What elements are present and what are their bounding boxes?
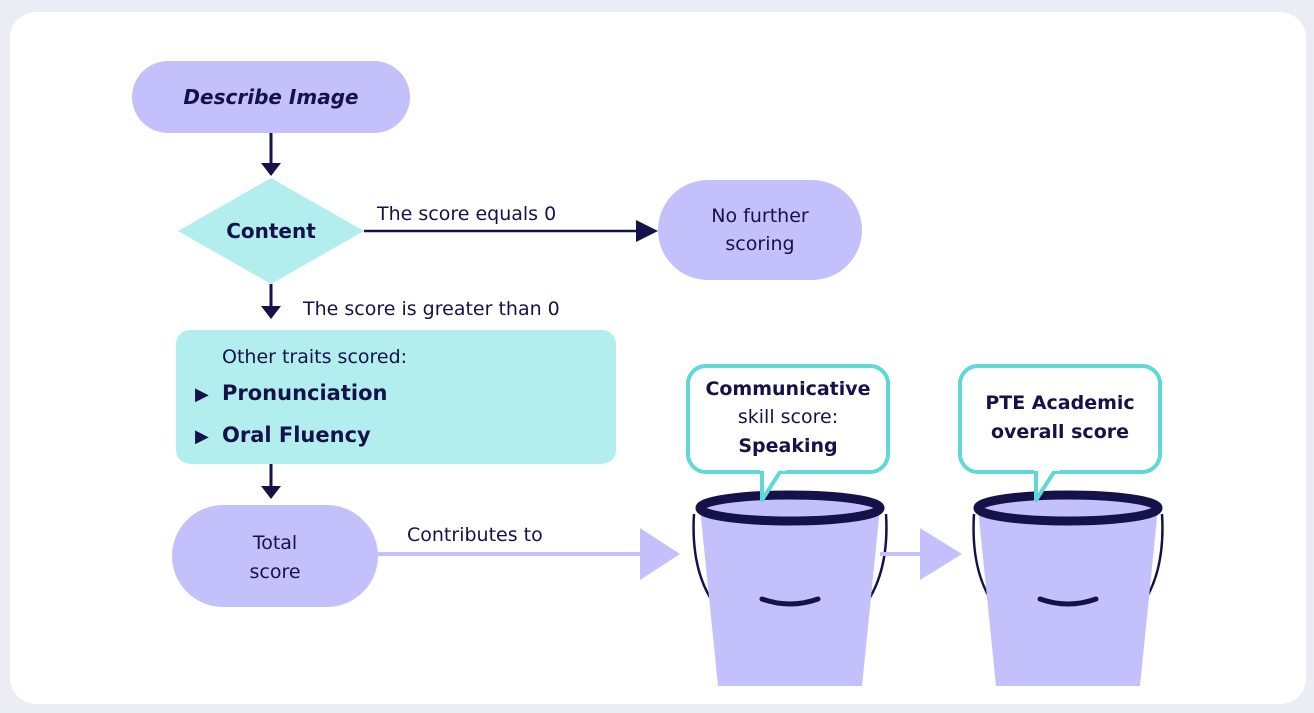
bucket-overall-line2: overall score (991, 421, 1129, 443)
end-node: No further scoring (658, 180, 862, 280)
bucket-overall-line1: PTE Academic (985, 392, 1134, 414)
total-node: Total score (172, 505, 378, 607)
total-node-line2: score (249, 561, 300, 583)
branch-zero-label: The score equals 0 (376, 203, 556, 225)
bucket-body (700, 508, 880, 686)
contributes-label: Contributes to (407, 524, 543, 546)
bucket-rim (695, 490, 885, 526)
arrowhead-traits-to-total (261, 486, 281, 499)
bucket-grip (759, 596, 821, 607)
speech-bubble-overall: PTE Academic overall score (958, 364, 1162, 502)
bucket-speaking (692, 490, 888, 686)
bucket-overall (972, 490, 1164, 686)
start-node-label: Describe Image (183, 85, 358, 109)
bucket-speaking-line2: skill score: (738, 406, 838, 428)
bucket-body (978, 508, 1158, 686)
bucket-grip (1037, 596, 1099, 607)
start-node: Describe Image (132, 61, 410, 133)
branch-positive-label: The score is greater than 0 (302, 298, 560, 320)
total-node-line1: Total (252, 532, 297, 554)
traits-item-oral-fluency: Oral Fluency (222, 423, 371, 447)
arrowhead-decision-to-traits (261, 306, 281, 319)
bucket-link-line (880, 552, 924, 556)
contributes-arrow-line (378, 552, 642, 556)
bucket-speaking-line1: Communicative (705, 378, 870, 400)
bucket-rim (973, 490, 1163, 526)
decision-node: Content (178, 178, 364, 284)
traits-item-pronunciation: Pronunciation (222, 381, 387, 405)
traits-box: Other traits scored: ▶ Pronunciation ▶ O… (176, 330, 616, 464)
arrowhead-start-to-decision (261, 163, 281, 176)
traits-item-marker: ▶ (195, 426, 209, 447)
bucket-link-arrowhead (920, 528, 962, 580)
traits-item-marker: ▶ (195, 384, 209, 405)
traits-heading: Other traits scored: (222, 346, 407, 368)
contributes-arrowhead (640, 528, 680, 580)
arrowhead-score-zero (636, 220, 658, 242)
end-node-line2: scoring (725, 233, 794, 255)
bucket-speaking-line3: Speaking (738, 435, 837, 457)
speech-bubble-speaking: Communicative skill score: Speaking (686, 364, 890, 502)
end-node-line1: No further (711, 205, 809, 227)
decision-node-label: Content (226, 219, 316, 243)
